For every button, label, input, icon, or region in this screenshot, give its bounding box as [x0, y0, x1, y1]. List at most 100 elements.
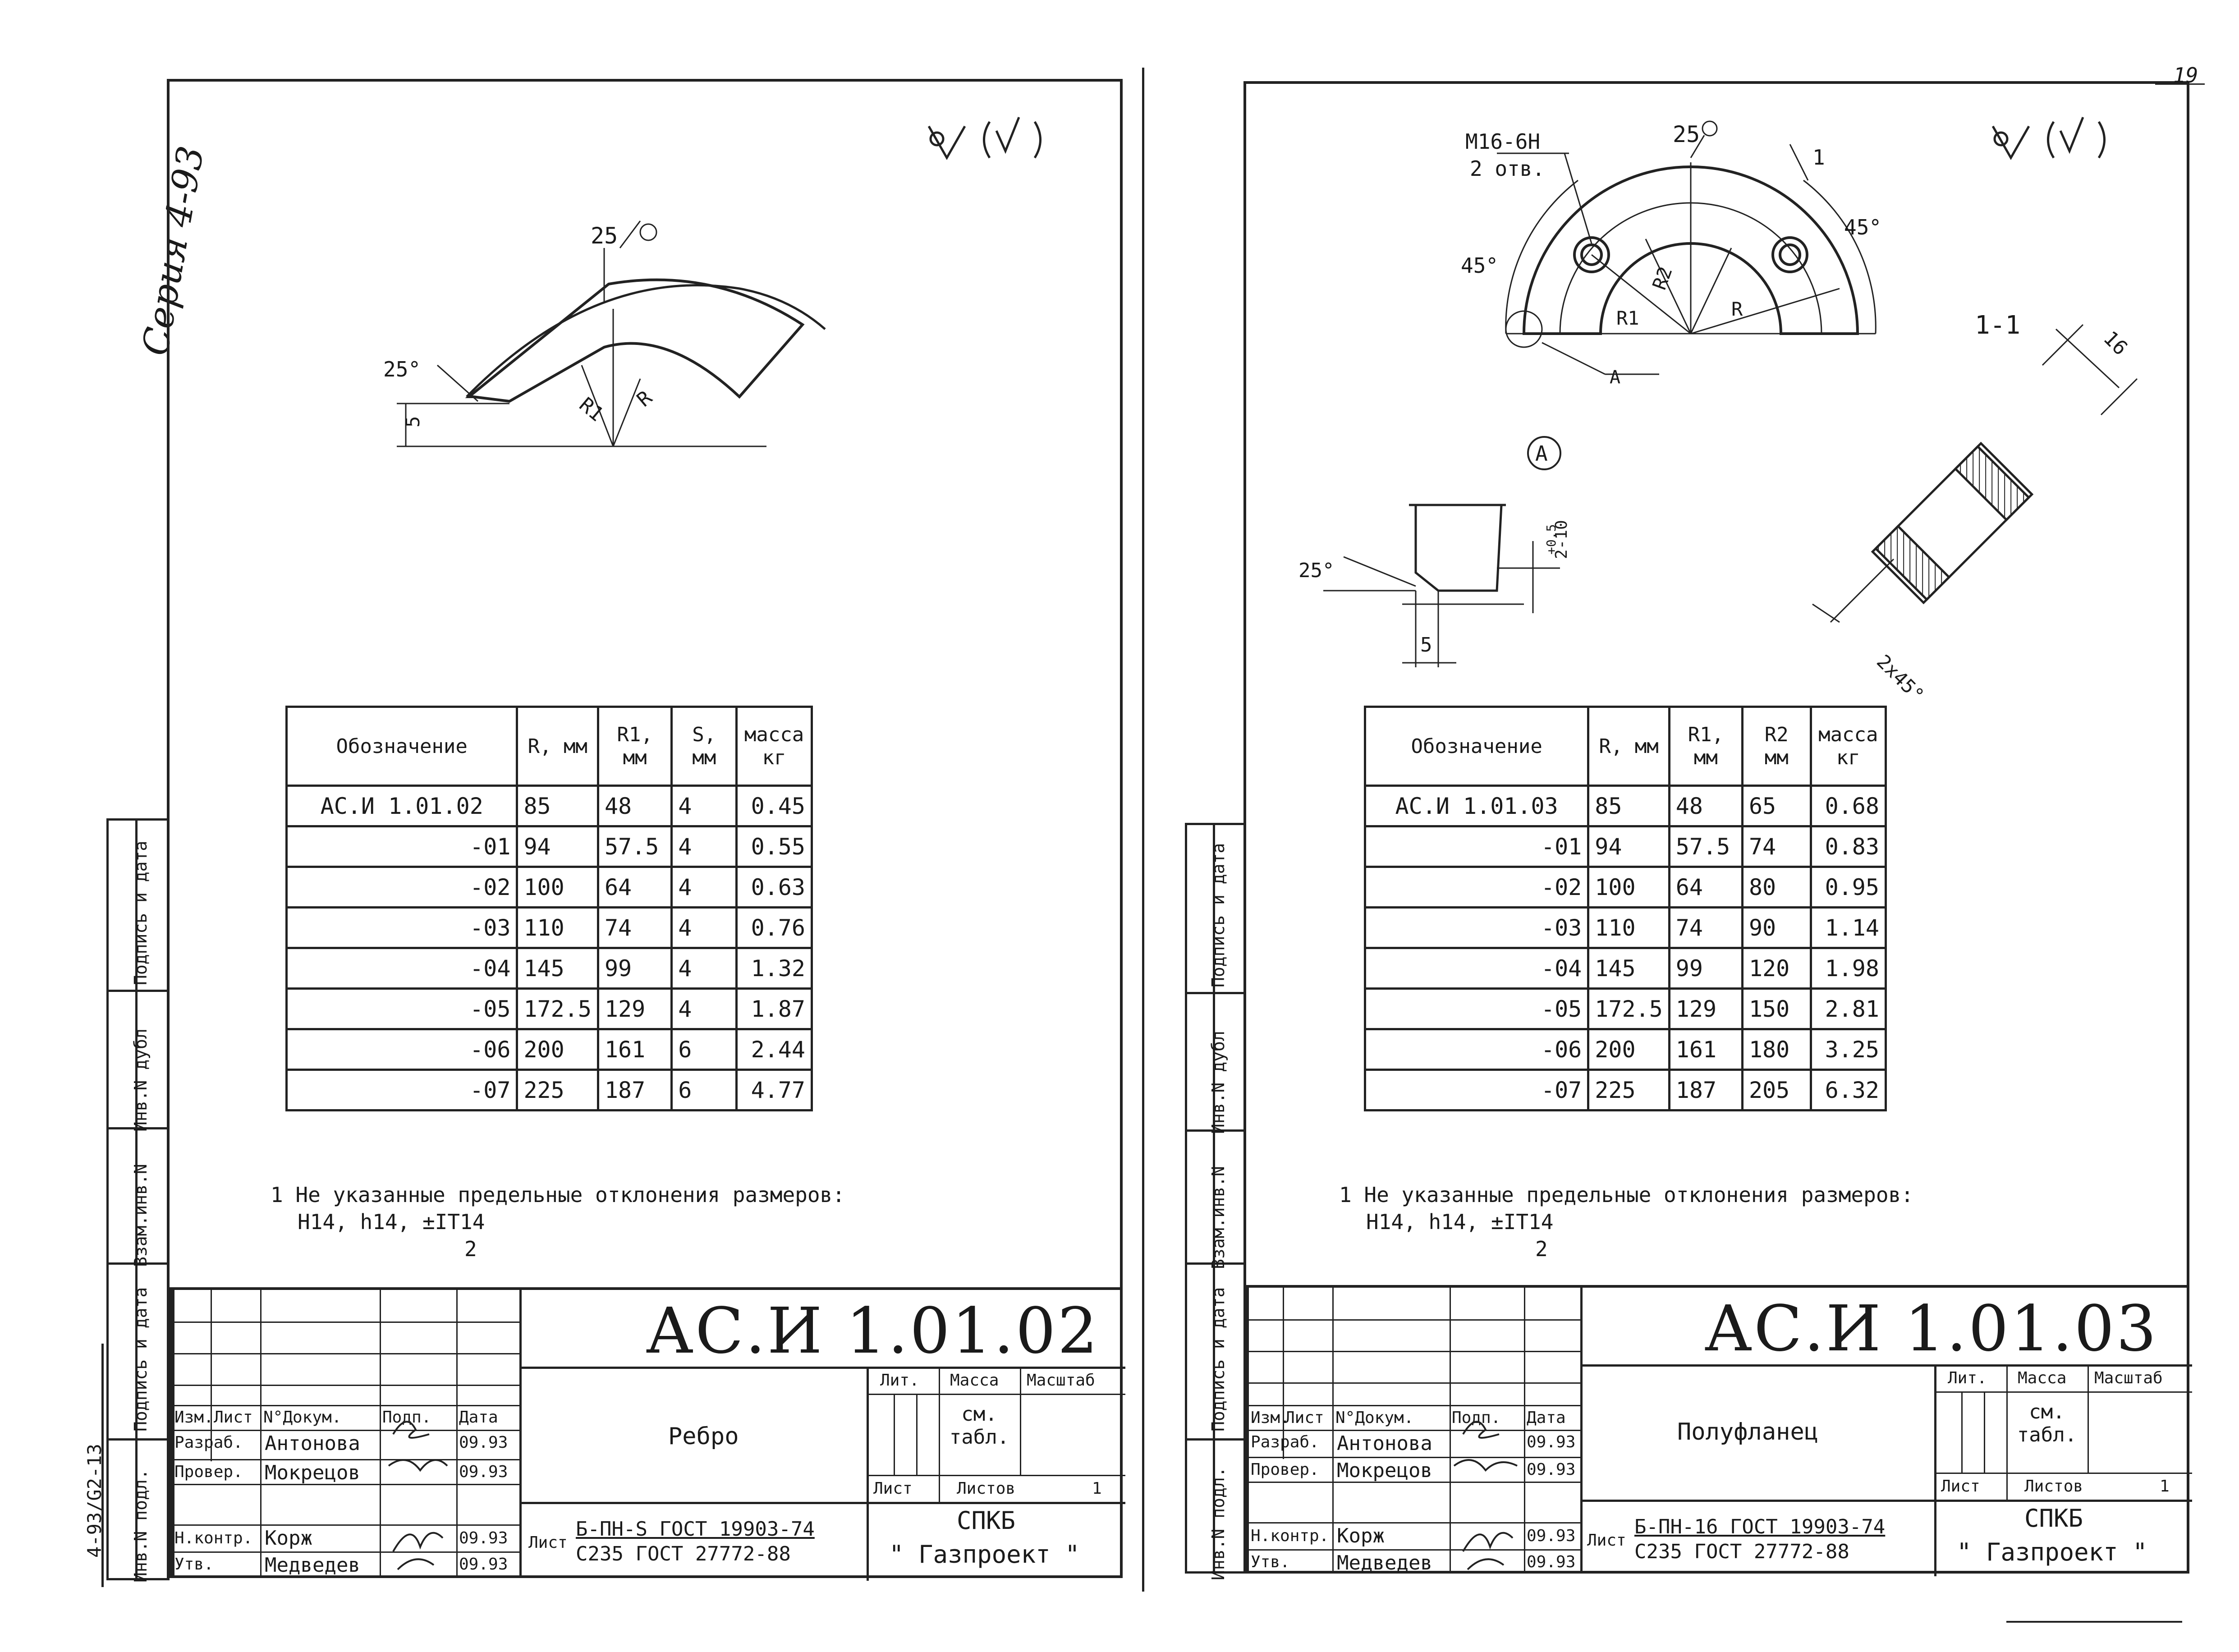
detail-angle: 25° [1298, 559, 1334, 582]
left-title-block: Изм. Лист N°Докум. Подп. Дата Разраб. Ан… [170, 1287, 1125, 1581]
right-side-col-inv-podl: Инв.N подл. [1208, 1467, 1228, 1580]
right-material1: Б-ПН-16 ГОСТ 19903-74 [1634, 1515, 1886, 1538]
side-col-vzam: Взам.инв.N [131, 1164, 151, 1267]
dim-r1: R1 [1616, 307, 1639, 329]
margin-rule [101, 1344, 104, 1587]
flange-outline [1522, 165, 1859, 335]
left-note-line3: 2 [464, 1237, 477, 1261]
right-drawing-code: АС.И 1.01.03 [1704, 1292, 2158, 1366]
side-col-inv-podl: Инв.N подл. [131, 1469, 151, 1583]
name-utv: Медведев [265, 1554, 360, 1577]
section-label: 1-1 [1975, 311, 2020, 340]
left-material1: Б-ПН-S ГОСТ 19903-74 [576, 1518, 815, 1541]
angle-45-left: 45° [1461, 253, 1498, 278]
left-rib-drawing: 25 25° 5 R1 R [383, 117, 1042, 447]
right-side-col-vzam: Взам.инв.N [1208, 1166, 1228, 1269]
left-drawing-code: АС.И 1.01.02 [646, 1294, 1100, 1368]
label-a: А [1610, 367, 1620, 388]
col-r: R, мм [1587, 706, 1670, 787]
left-note-line1: 1 Не указанные предельные отклонения раз… [271, 1183, 845, 1207]
col-r1: R1, мм [1668, 706, 1743, 787]
left-spec-table: Обозначение R, мм R1, мм S, мм масса кг … [285, 706, 813, 1111]
role-utv: Утв. [174, 1555, 214, 1574]
side-col-sign-date-1: Подпись и дата [131, 840, 151, 985]
right-side-col-sign-date-1: Подпись и дата [1208, 843, 1228, 987]
dim-25: 25 [1673, 121, 1700, 147]
col-designation: Обозначение [1363, 706, 1590, 787]
right-side-col-sign-date-2: Подпись и дата [1208, 1287, 1228, 1432]
right-title-block: Изм. Лист N°Докум. Подп. Дата Разраб. Ан… [1246, 1285, 2192, 1576]
label-1: 1 [1812, 145, 1825, 170]
signatures [1453, 1421, 1518, 1570]
side-col-inv-dubl: Инв.N дубл [131, 1028, 151, 1132]
rib-outline [465, 278, 805, 403]
name-prover: Мокрецов [265, 1461, 360, 1484]
left-note-line2: H14, h14, ±IT14 [298, 1210, 485, 1234]
col-designation: Обозначение [285, 706, 518, 787]
angle-45-right: 45° [1844, 215, 1881, 239]
dim-r: R [1731, 298, 1743, 320]
label-holes: 2 отв. [1470, 156, 1545, 181]
left-material2: С235 ГОСТ 27772-88 [576, 1542, 791, 1565]
roughness-mark [927, 117, 1042, 161]
detail-tol-sup: +0.5 [1544, 524, 1559, 555]
role-nkontr: Н.контр. [174, 1529, 253, 1547]
left-mass-value: см. табл. [949, 1403, 1009, 1449]
detail-a-marker: A [1535, 441, 1548, 466]
right-note-line2: H14, h14, ±IT14 [1366, 1210, 1554, 1234]
right-spec-table: Обозначение R, мм R1, мм R2 мм масса кг … [1363, 706, 1887, 1111]
left-org1: СПКБ [957, 1506, 1016, 1535]
col-mass: масса кг [1809, 706, 1887, 787]
label-thread: М16-6Н [1465, 129, 1540, 154]
right-side-col-inv-dubl: Инв.N дубл [1208, 1031, 1228, 1134]
right-org1: СПКБ [2024, 1504, 2083, 1533]
right-material2: С235 ГОСТ 27772-88 [1634, 1540, 1849, 1563]
detail-dim-5: 5 [1420, 633, 1432, 656]
section-dim-16: 16 [2099, 327, 2132, 360]
col-s: S, мм [670, 706, 738, 787]
right-half-flange-drawing: М16-6Н 2 отв. 25 1 45° 45° R1 R2 R А A 2… [1298, 117, 2138, 706]
signatures [388, 1421, 448, 1570]
left-part-title: Ребро [668, 1423, 739, 1450]
col-r2: R2 мм [1741, 706, 1812, 787]
name-nkontr: Корж [265, 1527, 312, 1550]
left-side-columns [106, 818, 170, 1580]
dim-angle: 25° [383, 357, 421, 381]
role-prover: Провер. [174, 1463, 243, 1481]
dim-r2: R2 [1648, 264, 1676, 293]
col-r1: R1, мм [596, 706, 673, 787]
right-note-line3: 2 [1535, 1237, 1548, 1261]
right-org2: " Газпроект " [1957, 1538, 2147, 1566]
section-chamfer: 2х45° [1872, 650, 1928, 706]
right-mass-value: см. табл. [2017, 1400, 2077, 1446]
side-col-sign-date-2: Подпись и дата [131, 1287, 151, 1432]
left-org2: " Газпроект " [889, 1540, 1080, 1569]
name-razrab: Антонова [265, 1432, 360, 1455]
roughness-mark [1991, 117, 2106, 161]
right-part-title: Полуфланец [1677, 1418, 1819, 1446]
right-side-columns [1185, 823, 1246, 1574]
dim-25: 25 [591, 223, 618, 249]
dim-5: 5 [402, 416, 424, 427]
col-r: R, мм [516, 706, 599, 787]
col-mass: масса кг [735, 706, 813, 787]
right-note-line1: 1 Не указанные предельные отклонения раз… [1339, 1183, 1913, 1207]
role-razrab: Разраб. [174, 1433, 243, 1452]
detail-tol: 2-10 [1552, 520, 1571, 559]
